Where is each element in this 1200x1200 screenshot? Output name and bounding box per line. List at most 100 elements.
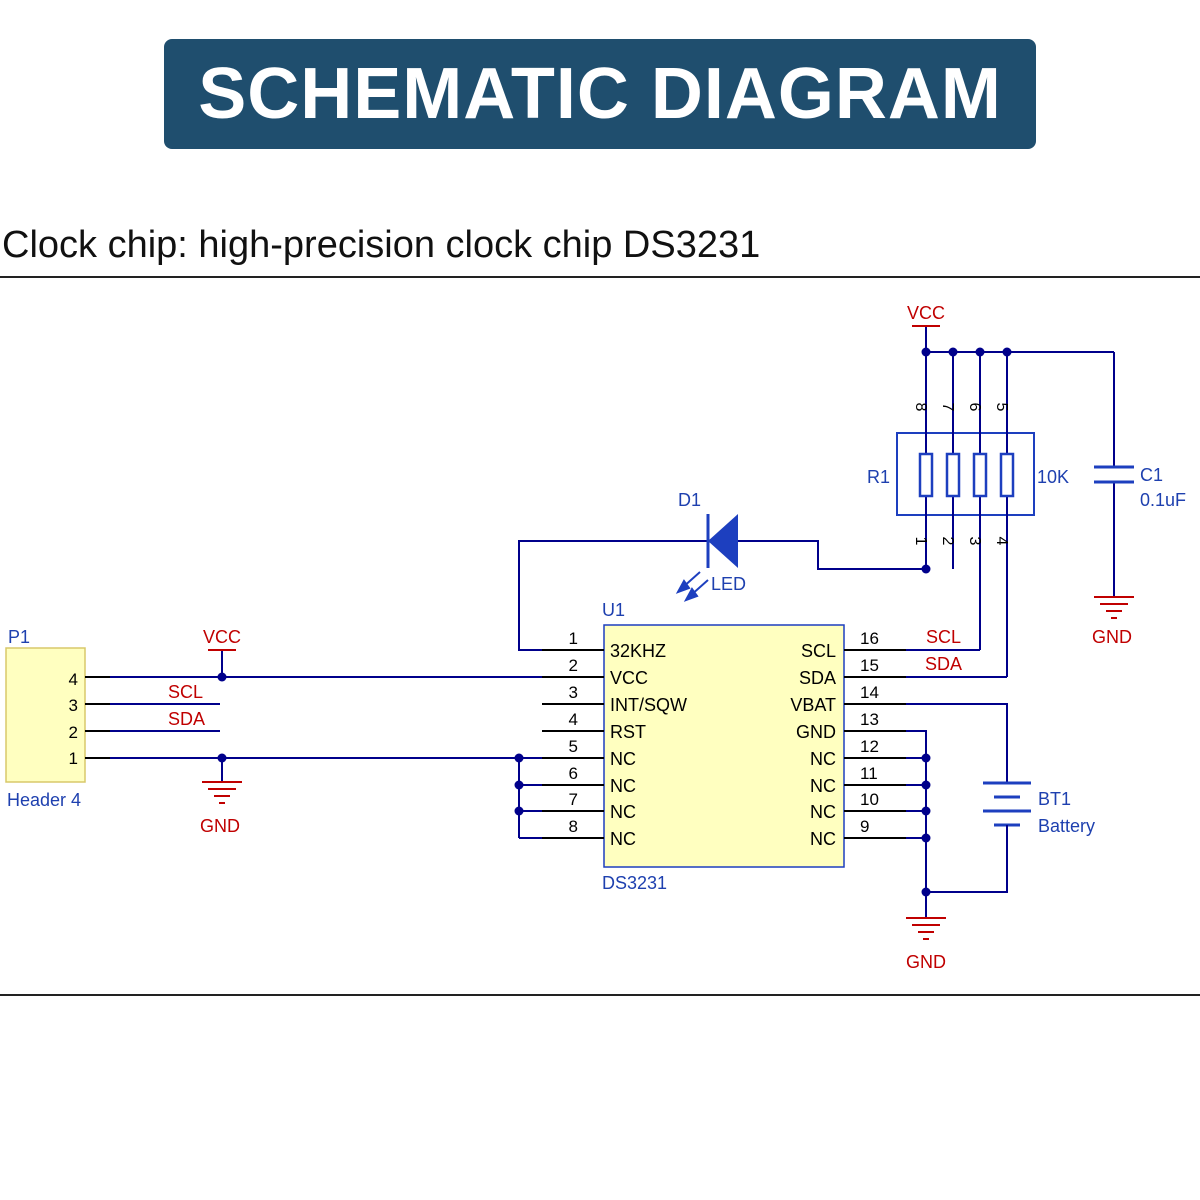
gnd-symbol-ic: [906, 917, 946, 940]
i2c-wires: [906, 649, 1007, 678]
gnd-label-ic: GND: [906, 952, 946, 972]
vcc-symbol-header: VCC: [203, 627, 241, 651]
junction-dot: [948, 347, 958, 357]
ic-right-pin-number: 12: [860, 737, 879, 756]
ic-left-pin-number: 6: [569, 764, 578, 783]
ic-right-pin-number: 16: [860, 629, 879, 648]
ic-left-pin-name: INT/SQW: [610, 695, 687, 715]
ic-right-pin-name: NC: [810, 802, 836, 822]
ic-left-pin-name: NC: [610, 802, 636, 822]
resistor-pin-5: 5: [993, 403, 1010, 412]
junction-dot: [217, 672, 227, 682]
gnd-symbol-cap: [1094, 596, 1134, 619]
ic-right-wires: [906, 703, 1008, 918]
ic-right-pin-number: 15: [860, 656, 879, 675]
junction-dot: [1002, 347, 1012, 357]
resistor-pin-8: 8: [912, 403, 929, 412]
led-value: LED: [711, 574, 746, 594]
resistor-array-body: [896, 432, 1035, 516]
ic-left-pin-number: 4: [569, 710, 578, 729]
ic-right-pin-name: VBAT: [790, 695, 836, 715]
ic-right-pin-number: 14: [860, 683, 879, 702]
junction-dot: [921, 833, 931, 843]
junction-dot: [514, 806, 524, 816]
vcc-symbol-top: VCC: [907, 303, 945, 327]
page-subtitle: Clock chip: high-precision clock chip DS…: [2, 224, 761, 266]
ic-sda-label: SDA: [925, 654, 962, 674]
resistor-pin-1: 1: [912, 537, 929, 546]
header-body: [5, 647, 86, 783]
resistor-ref: R1: [867, 467, 890, 487]
led-ref: D1: [678, 490, 701, 510]
junction-dot: [921, 887, 931, 897]
led-triangle: [708, 514, 738, 568]
resistor-array-r1: R1 10K 8 7 6 5 1 2 3 4: [867, 352, 1069, 677]
battery-bt1: [983, 781, 1031, 838]
ic-right-pin-number: 9: [860, 817, 869, 836]
header-value: Header 4: [7, 790, 81, 810]
ic-left-pin-number: 1: [569, 629, 578, 648]
resistor-pin-3: 3: [966, 537, 983, 546]
ic-value: DS3231: [602, 873, 667, 893]
title-banner: SCHEMATIC DIAGRAM: [164, 39, 1036, 149]
ic-left-pin-name: 32KHZ: [610, 641, 666, 661]
gnd-label-header: GND: [200, 816, 240, 836]
ic-right-pin-number: 13: [860, 710, 879, 729]
header-pin-3: 3: [69, 696, 78, 715]
junction-dot: [217, 753, 227, 763]
ic-right-pin-name: NC: [810, 749, 836, 769]
ic-left-pin-number: 3: [569, 683, 578, 702]
junction-dot: [921, 753, 931, 763]
battery-value: Battery: [1038, 816, 1095, 836]
ic-left-pin-name: NC: [610, 749, 636, 769]
header-pin-2: 2: [69, 723, 78, 742]
junction-dot: [921, 806, 931, 816]
resistor-pin-4: 4: [993, 537, 1010, 546]
ic-pins: 132KHZ2VCC3INT/SQW4RST5NC6NC7NC8NC16SCL1…: [542, 629, 906, 849]
junction-dot: [975, 347, 985, 357]
led-wire: [738, 540, 926, 570]
ic-right-pin-name: NC: [810, 776, 836, 796]
capacitor-c1: C1 0.1uF: [1094, 465, 1186, 510]
ic-ref: U1: [602, 600, 625, 620]
ic-left-pin-name: VCC: [610, 668, 648, 688]
header-scl-label: SCL: [168, 682, 203, 702]
ic-right-pin-name: SDA: [799, 668, 836, 688]
page-title: SCHEMATIC DIAGRAM: [198, 54, 1002, 134]
capacitor-value: 0.1uF: [1140, 490, 1186, 510]
ic-scl-label: SCL: [926, 627, 961, 647]
resistor-pin-6: 6: [966, 403, 983, 412]
junction-dot: [921, 347, 931, 357]
ic-body: [603, 624, 845, 868]
ic-u1: U1 DS3231: [602, 600, 845, 893]
ic-right-pin-name: NC: [810, 829, 836, 849]
led-light-arrows: [675, 571, 709, 602]
battery-ref: BT1: [1038, 789, 1071, 809]
ic-right-pin-name: GND: [796, 722, 836, 742]
ic-left-pin-name: NC: [610, 776, 636, 796]
ic-left-pin-number: 8: [569, 817, 578, 836]
gnd-symbol-header: [202, 781, 242, 804]
ic-left-wires: [518, 540, 708, 839]
header-pin-4: 4: [69, 670, 78, 689]
header-ref: P1: [8, 627, 30, 647]
led-d1: D1 LED: [675, 490, 746, 602]
ic-left-pin-name: RST: [610, 722, 646, 742]
ic-right-pin-name: SCL: [801, 641, 836, 661]
junction-dot: [514, 753, 524, 763]
junction-dot: [921, 780, 931, 790]
header-sda-label: SDA: [168, 709, 205, 729]
header-pin-1: 1: [69, 749, 78, 768]
vcc-label-header: VCC: [203, 627, 241, 647]
vcc-label-top: VCC: [907, 303, 945, 323]
resistor-value: 10K: [1037, 467, 1069, 487]
capacitor-ref: C1: [1140, 465, 1163, 485]
junction-dot: [514, 780, 524, 790]
resistor-pin-2: 2: [939, 537, 956, 546]
header-p1: P1 Header 4 4 3 2 1: [5, 627, 110, 810]
ic-right-pin-number: 11: [860, 764, 878, 783]
ic-right-pin-number: 10: [860, 790, 879, 809]
ic-left-pin-number: 5: [569, 737, 578, 756]
gnd-label-cap: GND: [1092, 627, 1132, 647]
